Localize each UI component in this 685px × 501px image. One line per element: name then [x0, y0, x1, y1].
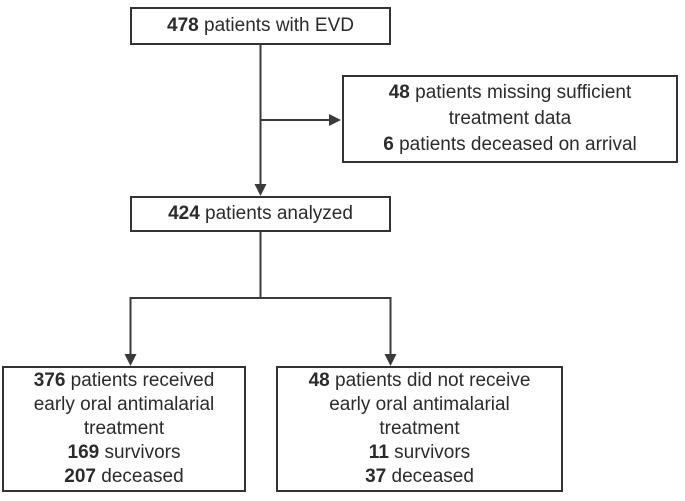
line-text: treatment: [379, 418, 460, 439]
box-excluded-patients: 48 patients missing sufficient treatment…: [342, 75, 678, 163]
line-text: treatment: [83, 418, 165, 439]
arrowhead-into-analyzed: [254, 184, 267, 196]
box-line: 376 patients received: [4, 369, 244, 393]
patient-count: 207: [64, 466, 96, 487]
arrowhead-into-excluded: [329, 114, 341, 126]
patient-count: 6: [383, 134, 394, 155]
line-text: early oral antimalarial: [329, 394, 510, 415]
box-line: 169 survivors: [4, 441, 244, 465]
box-line: 11 survivors: [278, 441, 561, 465]
box-patients-with-evd: 478 patients with EVD: [130, 7, 391, 45]
box-line: early oral antimalarial: [4, 393, 244, 417]
box-line: 48 patients missing sufficient: [344, 80, 676, 106]
box-line: 6 patients deceased on arrival: [344, 132, 676, 158]
line-text: deceased: [96, 466, 184, 487]
patient-count: 424: [168, 203, 200, 224]
patient-count: 48: [308, 370, 330, 391]
line-text: patients deceased on arrival: [393, 134, 637, 155]
arrowhead-into-treated: [124, 354, 137, 366]
box-line: 207 deceased: [4, 465, 244, 489]
box-patients-analyzed: 424 patients analyzed: [130, 196, 391, 232]
arrowhead-into-untreated: [384, 354, 397, 366]
line-text: patients missing sufficient: [409, 82, 632, 103]
box-received-antimalarial: 376 patients received early oral antimal…: [2, 366, 246, 492]
line-text: deceased: [386, 466, 474, 487]
box-line: 478 patients with EVD: [132, 14, 389, 38]
box-line: 48 patients did not receive: [278, 369, 561, 393]
patient-count: 376: [33, 370, 66, 391]
patient-count: 48: [388, 82, 410, 103]
box-line: early oral antimalarial: [278, 393, 561, 417]
box-no-antimalarial: 48 patients did not receive early oral a…: [276, 366, 563, 492]
line-text: patients received: [65, 370, 215, 391]
line-text: patients did not receive: [329, 370, 531, 391]
line-text: early oral antimalarial: [33, 394, 215, 415]
box-line: treatment: [278, 417, 561, 441]
line-text: treatment data: [448, 108, 572, 129]
box-line: treatment: [4, 417, 244, 441]
line-text: survivors: [388, 442, 471, 463]
patient-count: 169: [67, 442, 100, 463]
box-line: 37 deceased: [278, 465, 561, 489]
box-line: treatment data: [344, 106, 676, 132]
patient-count: 478: [167, 15, 199, 36]
line-text: patients with EVD: [198, 15, 354, 36]
patient-count: 11: [368, 442, 389, 463]
line-text: survivors: [99, 442, 181, 463]
box-line: 424 patients analyzed: [132, 202, 389, 226]
line-text: patients analyzed: [199, 203, 353, 224]
patient-count: 37: [365, 466, 387, 487]
